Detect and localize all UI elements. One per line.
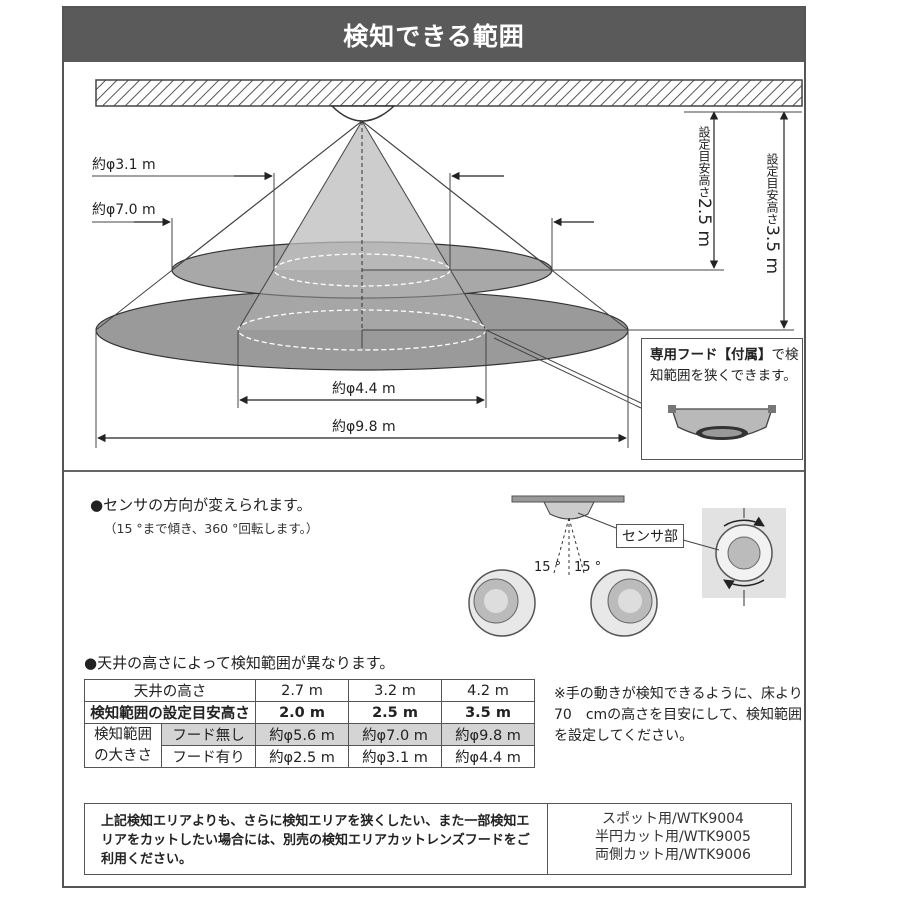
table-row: 検知範囲 の大きさ フード無し 約φ5.6 m 約φ7.0 m 約φ9.8 m	[83, 723, 535, 768]
table-hood-label: フード有り	[161, 745, 256, 768]
range-table: 天井の高さ 2.7 m 3.2 m 4.2 m 検知範囲の設定目安高さ 2.0 …	[83, 679, 535, 768]
table-row: フード有り 約φ2.5 m 約φ3.1 m 約φ4.4 m	[85, 745, 535, 768]
label-diameter-4-4: 約φ4.4 m	[332, 381, 396, 397]
table-height: 4.2 m	[441, 679, 535, 702]
angle-left: 15 °	[534, 560, 562, 575]
rotation-bullet: ●センサの方向が変えられます。	[90, 496, 312, 514]
ceiling	[95, 79, 803, 107]
accessory-box: 上記検知エリアよりも、さらに検知エリアを狭くしたい、また一部検知エリアをカットし…	[84, 803, 792, 875]
table-setting: 3.5 m	[441, 701, 535, 724]
table-header-ceiling: 天井の高さ	[84, 679, 256, 702]
height-low-value: 2.5 m	[694, 198, 714, 247]
table-size-label: 検知範囲 の大きさ	[83, 723, 163, 768]
table-hood-value: 約φ2.5 m	[255, 745, 349, 768]
table-setting: 2.0 m	[255, 701, 349, 724]
table-no-hood-label: フード無し	[161, 723, 256, 746]
table-height: 3.2 m	[348, 679, 442, 702]
table-setting-label: 検知範囲の設定目安高さ	[84, 701, 256, 724]
table-hood-value: 約φ4.4 m	[441, 745, 535, 768]
sensor-part-label: センサ部	[616, 524, 684, 548]
table-size-label-line2: の大きさ	[94, 747, 153, 764]
detection-range-panel: 検知できる範囲	[62, 6, 806, 888]
table-no-hood-value: 約φ5.6 m	[255, 723, 349, 746]
hood-cone	[274, 121, 450, 270]
table-row: 検知範囲の設定目安高さ 2.0 m 2.5 m 3.5 m	[84, 701, 535, 724]
range-bullet: ●天井の高さによって検知範囲が異なります。	[84, 654, 395, 672]
table-size-label-line1: 検知範囲	[94, 726, 153, 743]
table-row: 天井の高さ 2.7 m 3.2 m 4.2 m	[84, 679, 535, 702]
hood-callout-text: で検知範囲を狭くできます。	[650, 347, 799, 384]
angle-right: 15 °	[574, 560, 602, 575]
detection-diagram	[92, 79, 803, 637]
label-diameter-9-8: 約φ9.8 m	[332, 419, 396, 435]
accessory-model: スポット用/WTK9004	[602, 811, 744, 827]
ceiling-sensor	[330, 105, 396, 122]
label-diameter-3-1: 約φ3.1 m	[92, 157, 156, 173]
hood-callout: 専用フード【付属】で検知範囲を狭くできます。	[641, 338, 803, 460]
page-title: 検知できる範囲	[64, 8, 804, 62]
accessory-separator	[547, 804, 548, 874]
label-height-2-5: 設定目安高さ2.5 m	[694, 126, 714, 247]
range-note: ※手の動きが検知できるように、床より70 cmの高さを目安にして、検知範囲を設定…	[554, 686, 803, 744]
rotation-sub: （15 °まで傾き、360 °回転します。）	[104, 521, 319, 536]
sensor-tilt-right	[590, 569, 658, 637]
accessory-model: 半円カット用/WTK9005	[595, 829, 751, 845]
accessory-model: 両側カット用/WTK9006	[595, 847, 751, 863]
sensor-tilt-left	[468, 569, 536, 637]
table-no-hood-value: 約φ9.8 m	[441, 723, 535, 746]
height-low-prefix: 設定目安高さ	[697, 126, 711, 198]
section-divider	[64, 470, 804, 472]
table-height: 2.7 m	[255, 679, 349, 702]
height-high-prefix: 設定目安高さ	[765, 153, 779, 225]
label-diameter-7-0: 約φ7.0 m	[92, 202, 156, 218]
table-setting: 2.5 m	[348, 701, 442, 724]
accessory-models: スポット用/WTK9004 半円カット用/WTK9005 両側カット用/WTK9…	[555, 810, 791, 864]
hood-image	[668, 405, 776, 440]
accessory-description: 上記検知エリアよりも、さらに検知エリアを狭くしたい、また一部検知エリアをカットし…	[101, 814, 530, 867]
hood-callout-strong: 専用フード【付属】	[650, 347, 772, 363]
table-hood-value: 約φ3.1 m	[348, 745, 442, 768]
height-high-value: 3.5 m	[762, 225, 782, 274]
ceiling-bar	[511, 495, 625, 503]
label-height-3-5: 設定目安高さ3.5 m	[762, 153, 782, 274]
table-no-hood-value: 約φ7.0 m	[348, 723, 442, 746]
